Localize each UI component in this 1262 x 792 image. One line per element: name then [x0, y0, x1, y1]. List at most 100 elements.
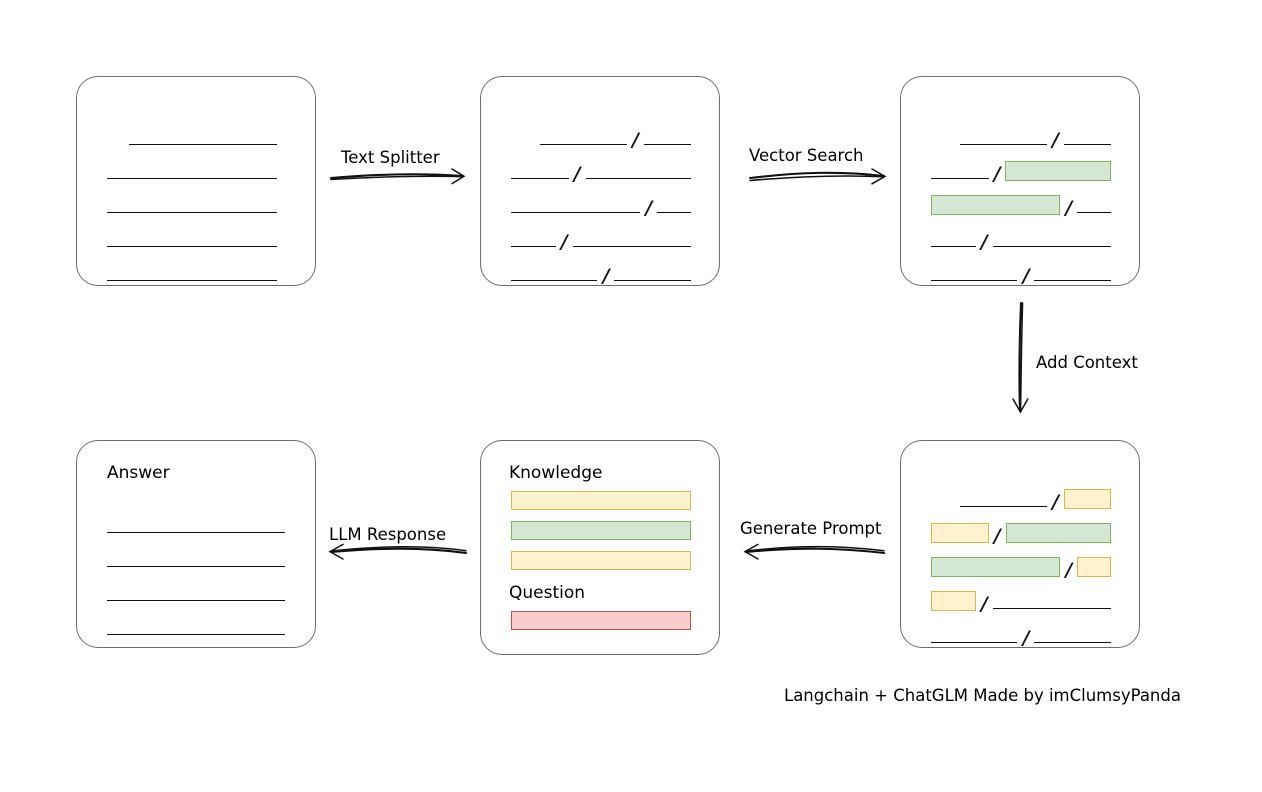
split-chunks-card[interactable]: / / / / / [480, 76, 720, 286]
text-line: / [931, 111, 1111, 151]
knowledge-label: Knowledge [509, 463, 603, 483]
chunk-separator-slash: / [560, 231, 568, 253]
arrow-generate-prompt [743, 543, 886, 560]
text-line: / [931, 145, 1111, 185]
edge-label-text-splitter: Text Splitter [341, 148, 440, 167]
text-line [107, 145, 287, 179]
text-line [107, 247, 287, 281]
chunk-separator-slash: / [1065, 559, 1073, 581]
arrow-add-context [1012, 301, 1029, 414]
text-underline [107, 280, 277, 281]
text-underline [960, 506, 1047, 507]
text-underline [931, 178, 989, 179]
answer-lines [107, 499, 287, 635]
text-line: / [931, 541, 1111, 581]
text-underline [107, 178, 277, 179]
chunk-separator-slash: / [993, 525, 1001, 547]
text-underline [585, 178, 691, 179]
question-bars [511, 611, 691, 630]
context-chunks-card[interactable]: / / / / / [900, 440, 1140, 648]
chunk-separator-slash: / [993, 163, 1001, 185]
chunk-separator-slash: / [645, 197, 653, 219]
text-underline [931, 280, 1018, 281]
text-underline [129, 144, 277, 145]
text-underline [107, 246, 277, 247]
text-underline [992, 246, 1111, 247]
content-bar-yellow [511, 491, 691, 510]
chunk-separator-slash: / [1051, 491, 1059, 513]
text-line: / [511, 247, 691, 287]
chunk-highlight-yellow [1063, 489, 1111, 509]
text-underline [643, 144, 691, 145]
edge-label-add-context: Add Context [1036, 353, 1138, 372]
edge-label-vector-search: Vector Search [749, 146, 864, 165]
chunk-highlight-yellow [931, 591, 976, 611]
text-underline [1063, 144, 1111, 145]
content-bar-red [511, 611, 691, 630]
text-underline [511, 178, 569, 179]
edge-label-llm-response: LLM Response [329, 525, 447, 544]
source-document-card[interactable] [76, 76, 316, 286]
chunk-separator-slash: / [1051, 129, 1059, 151]
text-underline [931, 642, 1018, 643]
text-line: / [931, 575, 1111, 615]
chunk-separator-slash: / [573, 163, 581, 185]
text-underline [107, 566, 285, 567]
text-underline [572, 246, 691, 247]
context-chunks-lines: / / / / / [931, 473, 1111, 649]
text-line [107, 499, 287, 533]
text-underline [107, 634, 285, 635]
answer-card[interactable]: Answer [76, 440, 316, 648]
text-underline [107, 212, 277, 213]
text-line: / [511, 213, 691, 253]
answer-title: Answer [107, 463, 170, 483]
chunk-highlight-yellow [1077, 557, 1111, 577]
text-underline [657, 212, 691, 213]
arrow-vector-search [748, 168, 887, 185]
text-line [107, 111, 287, 145]
text-line: / [931, 507, 1111, 547]
text-underline [540, 144, 627, 145]
content-bar-green [511, 521, 691, 540]
text-line: / [931, 473, 1111, 513]
text-underline [1077, 212, 1111, 213]
text-underline [107, 532, 285, 533]
chunk-separator-slash: / [980, 593, 988, 615]
chunk-highlight-green [931, 557, 1061, 577]
split-chunks-lines: / / / / / [511, 111, 691, 287]
text-line: / [511, 111, 691, 151]
chunk-highlight-yellow [931, 523, 989, 543]
text-underline [960, 144, 1047, 145]
chunk-separator-slash: / [631, 129, 639, 151]
text-line: / [931, 609, 1111, 649]
text-line [107, 533, 287, 567]
chunk-highlight-green [931, 195, 1061, 215]
text-line: / [931, 247, 1111, 286]
text-underline [614, 280, 691, 281]
chunk-separator-slash: / [602, 265, 610, 287]
vector-matches-card[interactable]: ///// [900, 76, 1140, 286]
edge-label-generate-prompt: Generate Prompt [740, 519, 882, 538]
text-underline [1034, 642, 1111, 643]
text-underline [931, 246, 976, 247]
arrow-llm-response [328, 543, 468, 560]
text-line [107, 567, 287, 601]
chunk-separator-slash: / [1022, 627, 1030, 649]
text-underline [1034, 280, 1111, 281]
text-line: / [511, 145, 691, 185]
text-underline [511, 212, 641, 213]
text-underline [107, 600, 285, 601]
text-line: / [931, 179, 1111, 218]
knowledge-bars [511, 491, 691, 570]
text-underline [992, 608, 1111, 609]
prompt-card[interactable]: Knowledge Question [480, 440, 720, 655]
source-document-lines [107, 111, 287, 281]
text-underline [511, 280, 598, 281]
question-label: Question [509, 583, 586, 603]
chunk-highlight-green [1005, 161, 1111, 181]
text-line: / [931, 213, 1111, 252]
text-underline [511, 246, 556, 247]
chunk-highlight-green [1005, 523, 1111, 543]
text-line [107, 179, 287, 213]
